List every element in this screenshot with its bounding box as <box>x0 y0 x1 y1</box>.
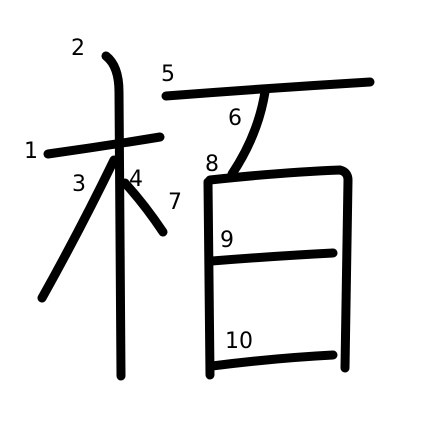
stroke-6 <box>227 87 270 179</box>
stroke-8 <box>205 165 353 373</box>
stroke-7 <box>203 177 215 380</box>
stroke-number-2: 2 <box>71 36 85 61</box>
stroke-10 <box>207 350 338 371</box>
stroke-number-1: 1 <box>24 139 38 164</box>
stroke-number-4: 4 <box>129 167 143 192</box>
stroke-number-5: 5 <box>161 62 175 87</box>
stroke-9 <box>207 248 338 266</box>
stroke-5 <box>161 77 375 101</box>
stroke-2 <box>101 51 126 381</box>
stroke-number-8: 8 <box>205 152 219 177</box>
stroke-4 <box>120 178 168 237</box>
stroke-3 <box>37 155 119 303</box>
stroke-number-3: 3 <box>72 172 86 197</box>
stroke-number-7: 7 <box>168 190 182 215</box>
stroke-1 <box>43 132 165 159</box>
stroke-number-10: 10 <box>225 329 253 354</box>
stroke-number-9: 9 <box>220 228 234 253</box>
stroke-number-6: 6 <box>228 106 242 131</box>
